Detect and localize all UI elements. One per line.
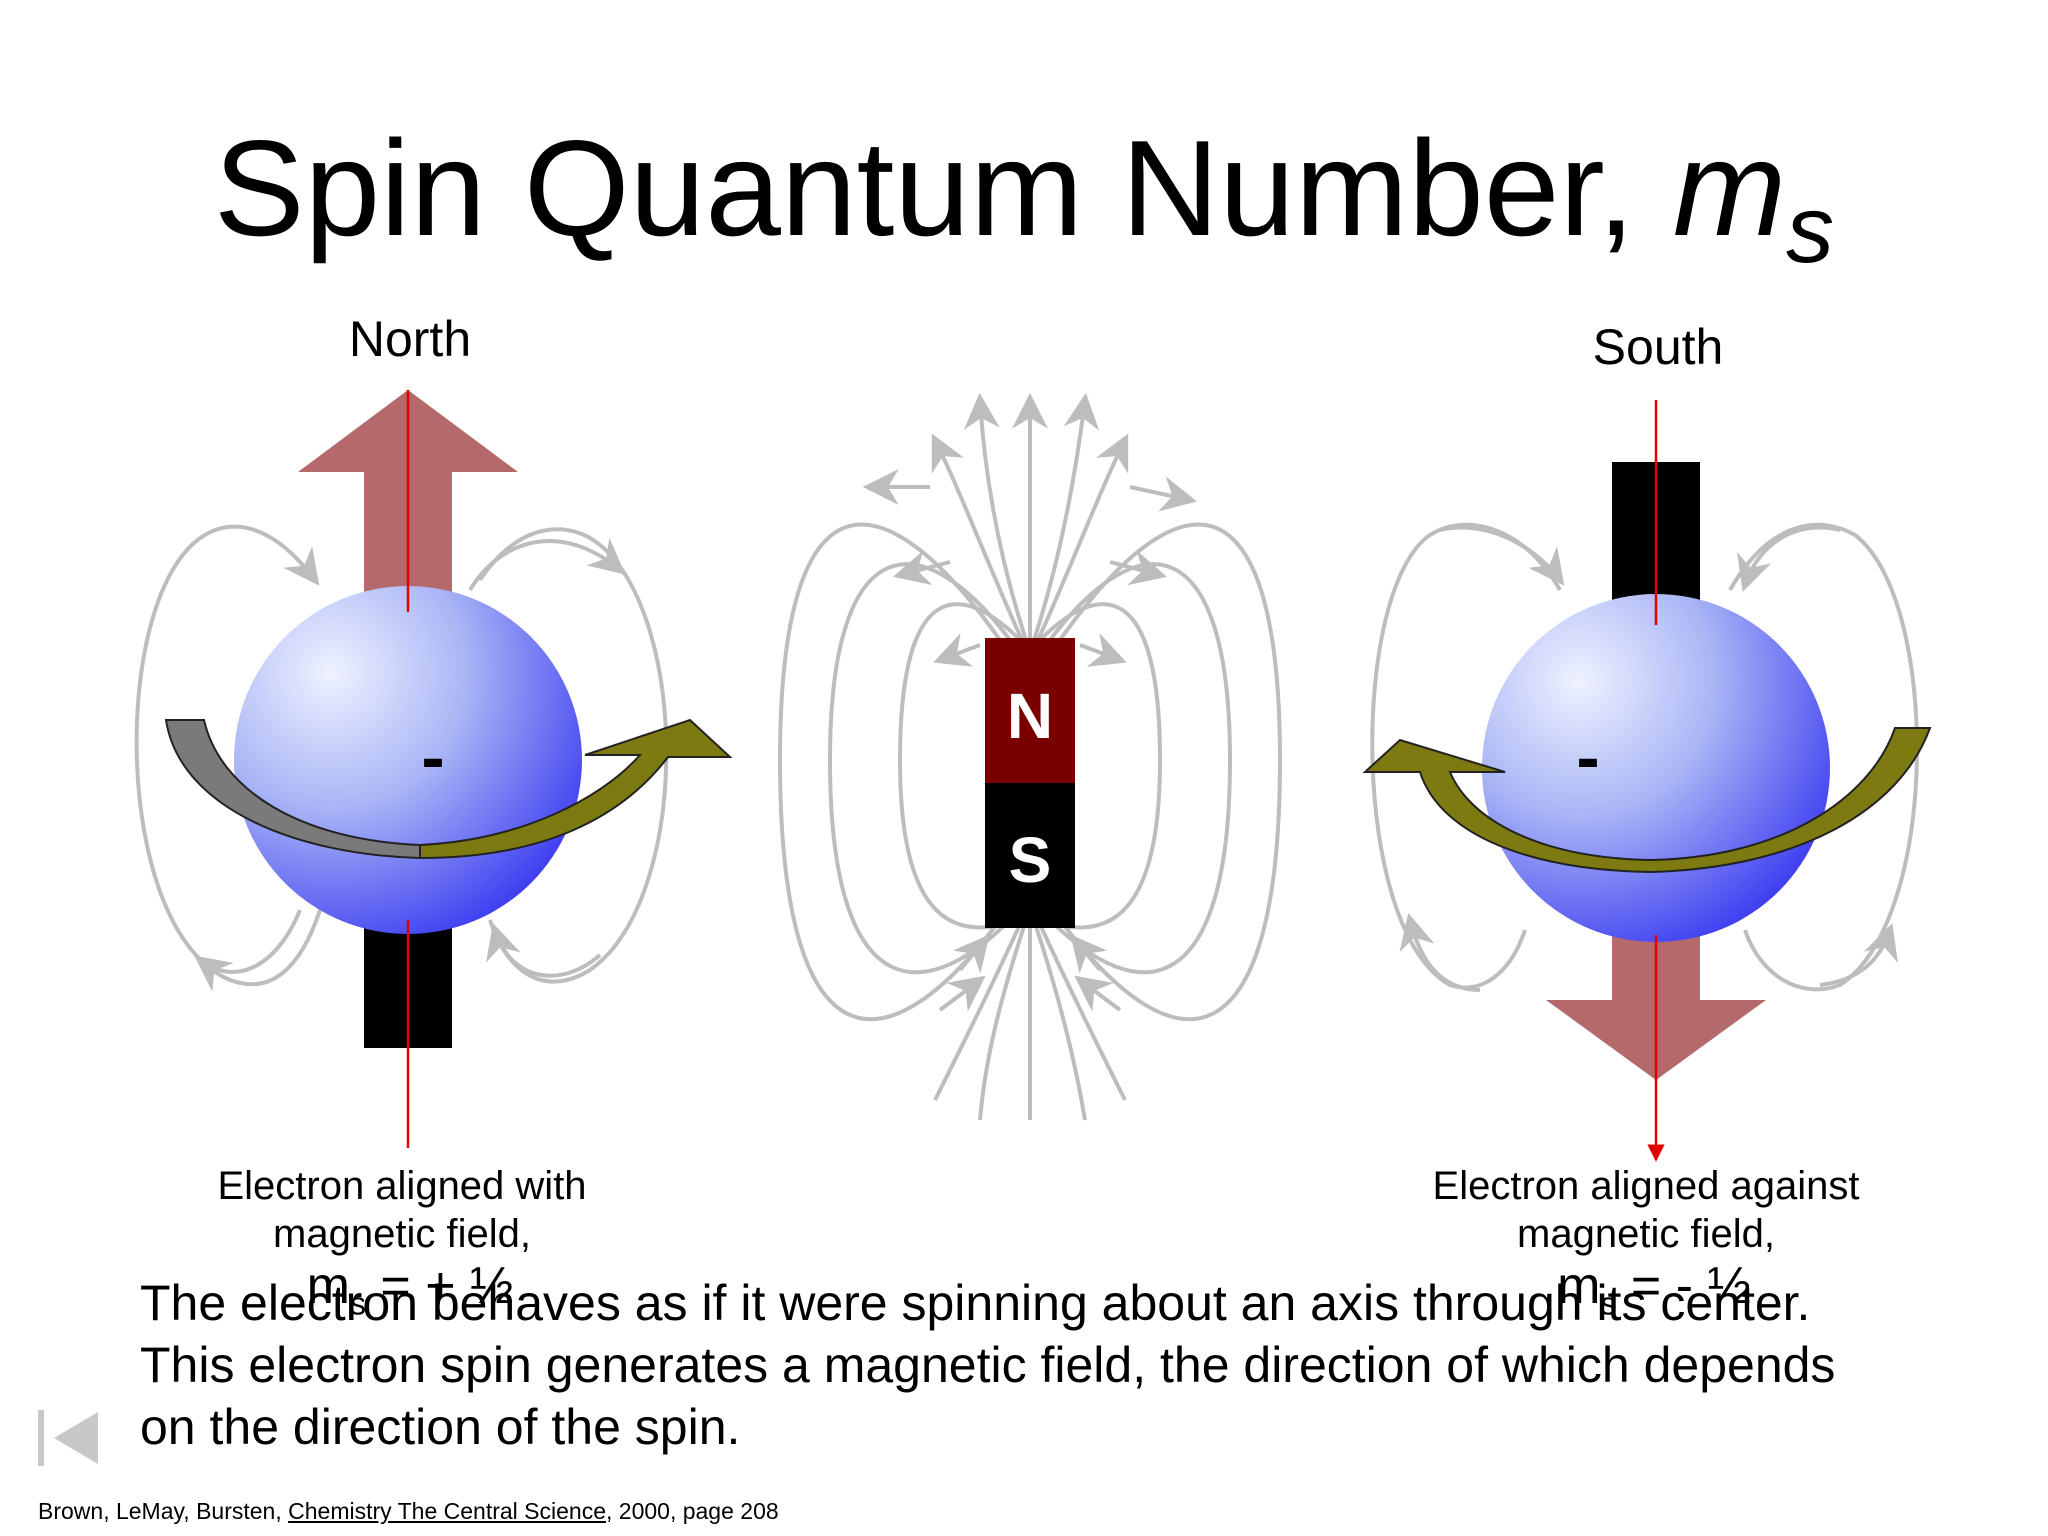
page-title: Spin Quantum Number, ms [0,120,2048,278]
right-ms-value: ms = - ½ [1557,1260,1751,1319]
magnet-field-lines [777,392,1283,1121]
left-spin-arrow-front [419,718,733,860]
citation-authors: Brown, LeMay, Bursten, [38,1498,289,1524]
left-electron-sphere [234,586,582,934]
magnet-south-label: S [1008,824,1052,896]
right-ms-symbol: m [1557,1257,1601,1315]
left-caption-line2: magnetic field, [273,1212,531,1256]
right-ms-number: = - ½ [1616,1257,1751,1315]
right-caption-line1: Electron aligned against [1432,1164,1860,1208]
body-text-line3: on the direction of the spin. [140,1399,741,1455]
right-electron-group [1362,400,1932,1162]
right-ms-sub: s [1600,1285,1617,1322]
citation: Brown, LeMay, Bursten, Chemistry The Cen… [38,1498,779,1525]
title-symbol-letter: m [1672,112,1787,264]
left-ms-symbol: m [306,1257,350,1315]
first-slide-icon[interactable] [36,1406,104,1470]
magnet-south-pole [985,783,1075,928]
right-caption-line2: magnetic field, [1517,1212,1775,1256]
left-caption-line1: Electron aligned with [217,1164,587,1208]
body-text-line1: The electron behaves as if it were spinn… [140,1275,1811,1331]
right-spin-arrow [1362,727,1932,874]
left-charge-sign: - [421,718,445,796]
title-subscript: s [1786,175,1835,283]
left-pole-label: North [348,311,472,367]
body-text: The electron behaves as if it were spinn… [140,1272,1940,1458]
right-caption: Electron aligned against magnetic field, [1433,1162,1860,1258]
body-text-line2: This electron spin generates a magnetic … [140,1337,1836,1393]
right-electron-sphere [1482,594,1830,942]
title-text: Spin Quantum Number, [213,112,1673,264]
left-electron-group [134,390,733,1148]
title-symbol: ms [1672,112,1834,277]
left-ms-sub: s [349,1285,366,1322]
left-ms-value: ms = + ½ [307,1260,514,1319]
right-charge-sign: - [1576,718,1600,796]
magnet-north-pole [985,638,1075,783]
left-ms-number: = + ½ [365,1257,514,1315]
left-caption: Electron aligned with magnetic field, [217,1162,586,1258]
bar-magnet-group [777,392,1283,1121]
citation-details: , 2000, page 208 [606,1498,779,1524]
right-pole-label: South [1592,319,1724,375]
magnet-north-label: N [1006,680,1054,752]
citation-book: Chemistry The Central Science [288,1498,606,1524]
